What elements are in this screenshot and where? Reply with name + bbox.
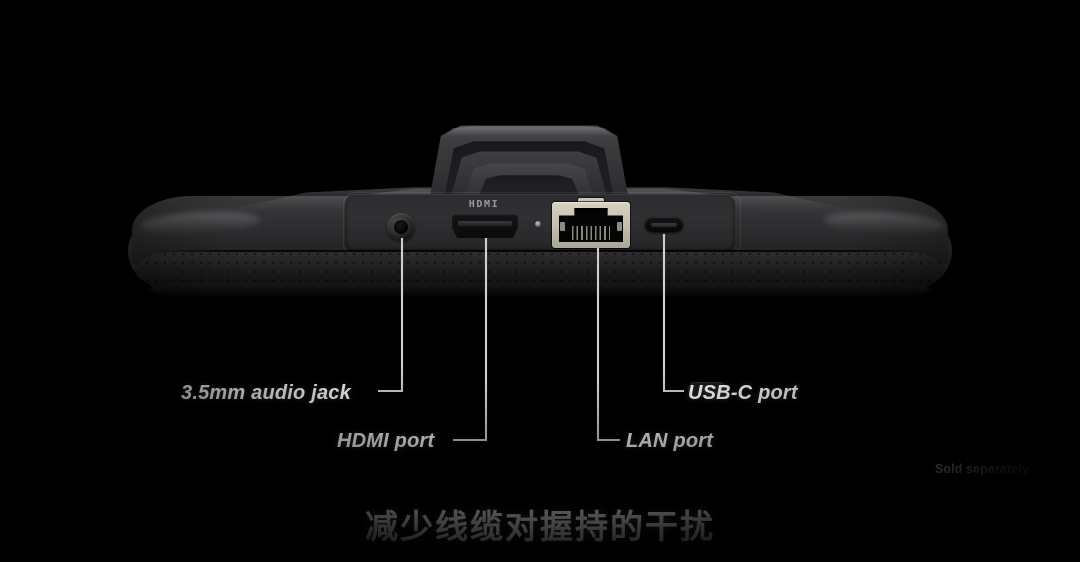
lan-port-notch-right: [617, 222, 622, 231]
lan-port-pins: [572, 226, 610, 240]
caption-text: 减少线缆对握持的干扰: [365, 507, 715, 546]
callout-label-usbc-port: USB-C port: [688, 382, 798, 404]
hdmi-port-shell: [452, 214, 518, 238]
audio-jack-hole: [394, 220, 408, 234]
callout-label-hdmi-port: HDMI port: [337, 430, 435, 452]
kickstand-highlight: [440, 126, 618, 136]
callout-label-audio-jack: 3.5mm audio jack: [181, 382, 351, 404]
device-bottom-rim: [150, 282, 930, 296]
hdmi-silkscreen-label: HDMI: [468, 199, 500, 210]
usbc-port-tongue: [651, 223, 677, 227]
sold-separately-note: Sold separately.: [935, 462, 1032, 476]
hdmi-port-tongue: [458, 221, 512, 226]
callout-label-lan-port: LAN port: [626, 430, 714, 452]
lan-port-notch-left: [560, 222, 565, 231]
indicator-pinhole: [535, 221, 541, 227]
